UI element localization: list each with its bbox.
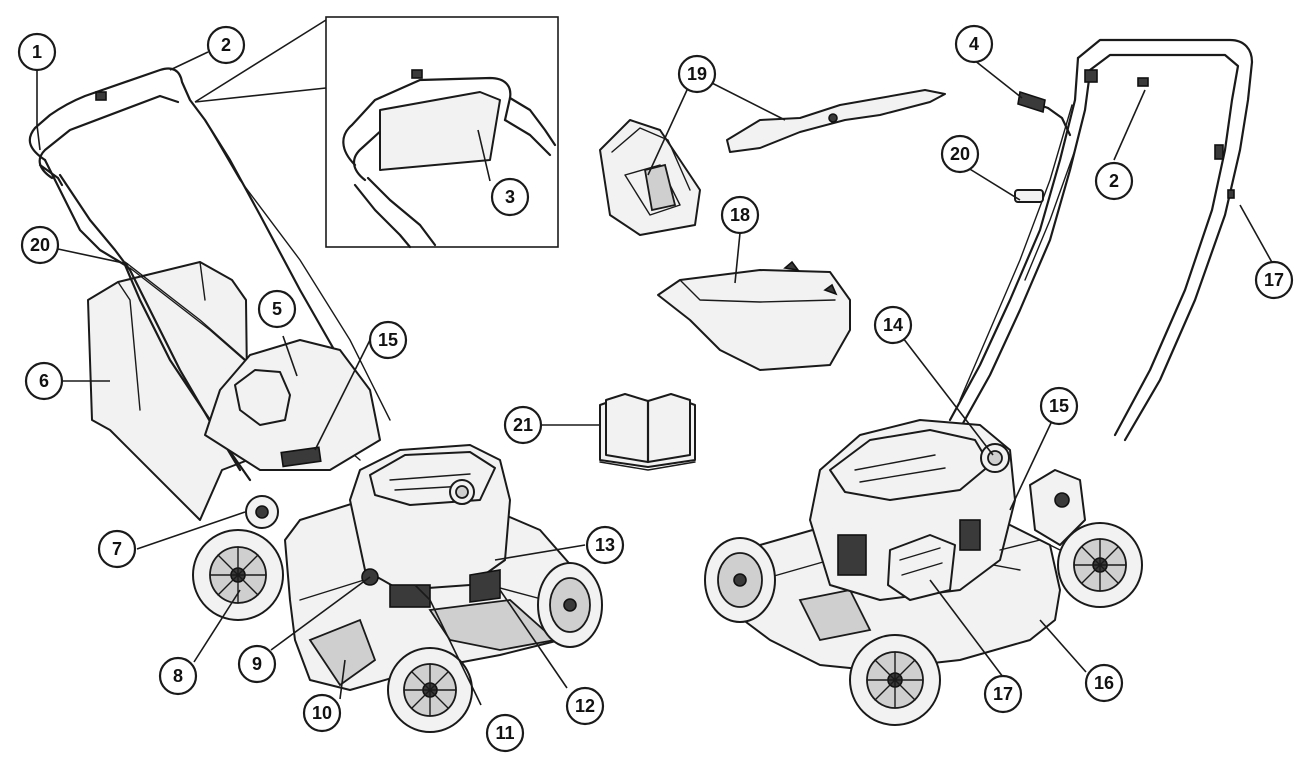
handle-detail-inset <box>194 16 559 249</box>
svg-text:17: 17 <box>993 684 1013 704</box>
svg-text:17: 17 <box>1264 270 1284 290</box>
callout-12: 12 <box>565 686 605 726</box>
svg-text:11: 11 <box>495 723 514 743</box>
left-mower-illustration <box>28 67 603 733</box>
callout-5: 5 <box>257 289 297 329</box>
left-far-wheel <box>537 562 603 648</box>
operator-manual-icon <box>599 393 696 471</box>
callout-11: 11 <box>485 713 525 753</box>
svg-text:2: 2 <box>221 35 231 55</box>
callout-14: 14 <box>873 305 913 345</box>
svg-text:1: 1 <box>32 42 42 62</box>
callout-4: 4 <box>954 24 994 64</box>
callout-16: 16 <box>1084 663 1124 703</box>
upper-handle <box>28 67 372 412</box>
svg-text:12: 12 <box>575 696 595 716</box>
mulching-plug <box>599 119 701 236</box>
cutting-blade <box>726 89 946 153</box>
svg-text:16: 16 <box>1094 673 1114 693</box>
svg-text:2: 2 <box>1109 171 1119 191</box>
callout-20-left: 20 <box>20 225 60 265</box>
svg-text:7: 7 <box>112 539 122 559</box>
callout-13: 13 <box>585 525 625 565</box>
svg-text:15: 15 <box>378 330 398 350</box>
callout-20-right: 20 <box>940 134 980 174</box>
leader-lines <box>36 51 1275 706</box>
callout-3: 3 <box>490 177 530 217</box>
callout-18: 18 <box>720 195 760 235</box>
svg-text:8: 8 <box>173 666 183 686</box>
side-discharge-chute <box>657 260 851 371</box>
callout-2-left: 2 <box>206 25 246 65</box>
callout-10: 10 <box>302 693 342 733</box>
left-front-wheel <box>387 647 473 733</box>
svg-text:3: 3 <box>505 187 515 207</box>
svg-text:19: 19 <box>687 64 707 84</box>
callout-21: 21 <box>503 405 543 445</box>
svg-text:20: 20 <box>950 144 970 164</box>
left-rear-wheel <box>192 529 284 621</box>
callout-1: 1 <box>17 32 57 72</box>
callout-8: 8 <box>158 656 198 696</box>
right-upper-handle <box>1076 38 1254 442</box>
svg-text:15: 15 <box>1049 396 1069 416</box>
callout-6: 6 <box>24 361 64 401</box>
right-rear-wheel <box>1057 522 1143 608</box>
svg-text:10: 10 <box>312 703 332 723</box>
callout-15-left: 15 <box>368 320 408 360</box>
svg-text:5: 5 <box>272 299 282 319</box>
svg-text:9: 9 <box>252 654 262 674</box>
callout-9: 9 <box>237 644 277 684</box>
svg-text:21: 21 <box>513 415 533 435</box>
callout-15-right: 15 <box>1039 386 1079 426</box>
right-left-wheel <box>704 537 776 623</box>
callout-2-right: 2 <box>1094 161 1134 201</box>
svg-text:4: 4 <box>969 34 979 54</box>
svg-text:20: 20 <box>30 235 50 255</box>
svg-text:14: 14 <box>883 315 903 335</box>
right-front-wheel <box>849 634 941 726</box>
callout-17-right: 17 <box>1254 260 1294 300</box>
svg-text:6: 6 <box>39 371 49 391</box>
svg-text:18: 18 <box>730 205 750 225</box>
svg-text:13: 13 <box>595 535 615 555</box>
callout-19: 19 <box>677 54 717 94</box>
callout-17-bottom: 17 <box>983 674 1023 714</box>
callout-7: 7 <box>97 529 137 569</box>
right-mower-illustration <box>704 38 1254 726</box>
